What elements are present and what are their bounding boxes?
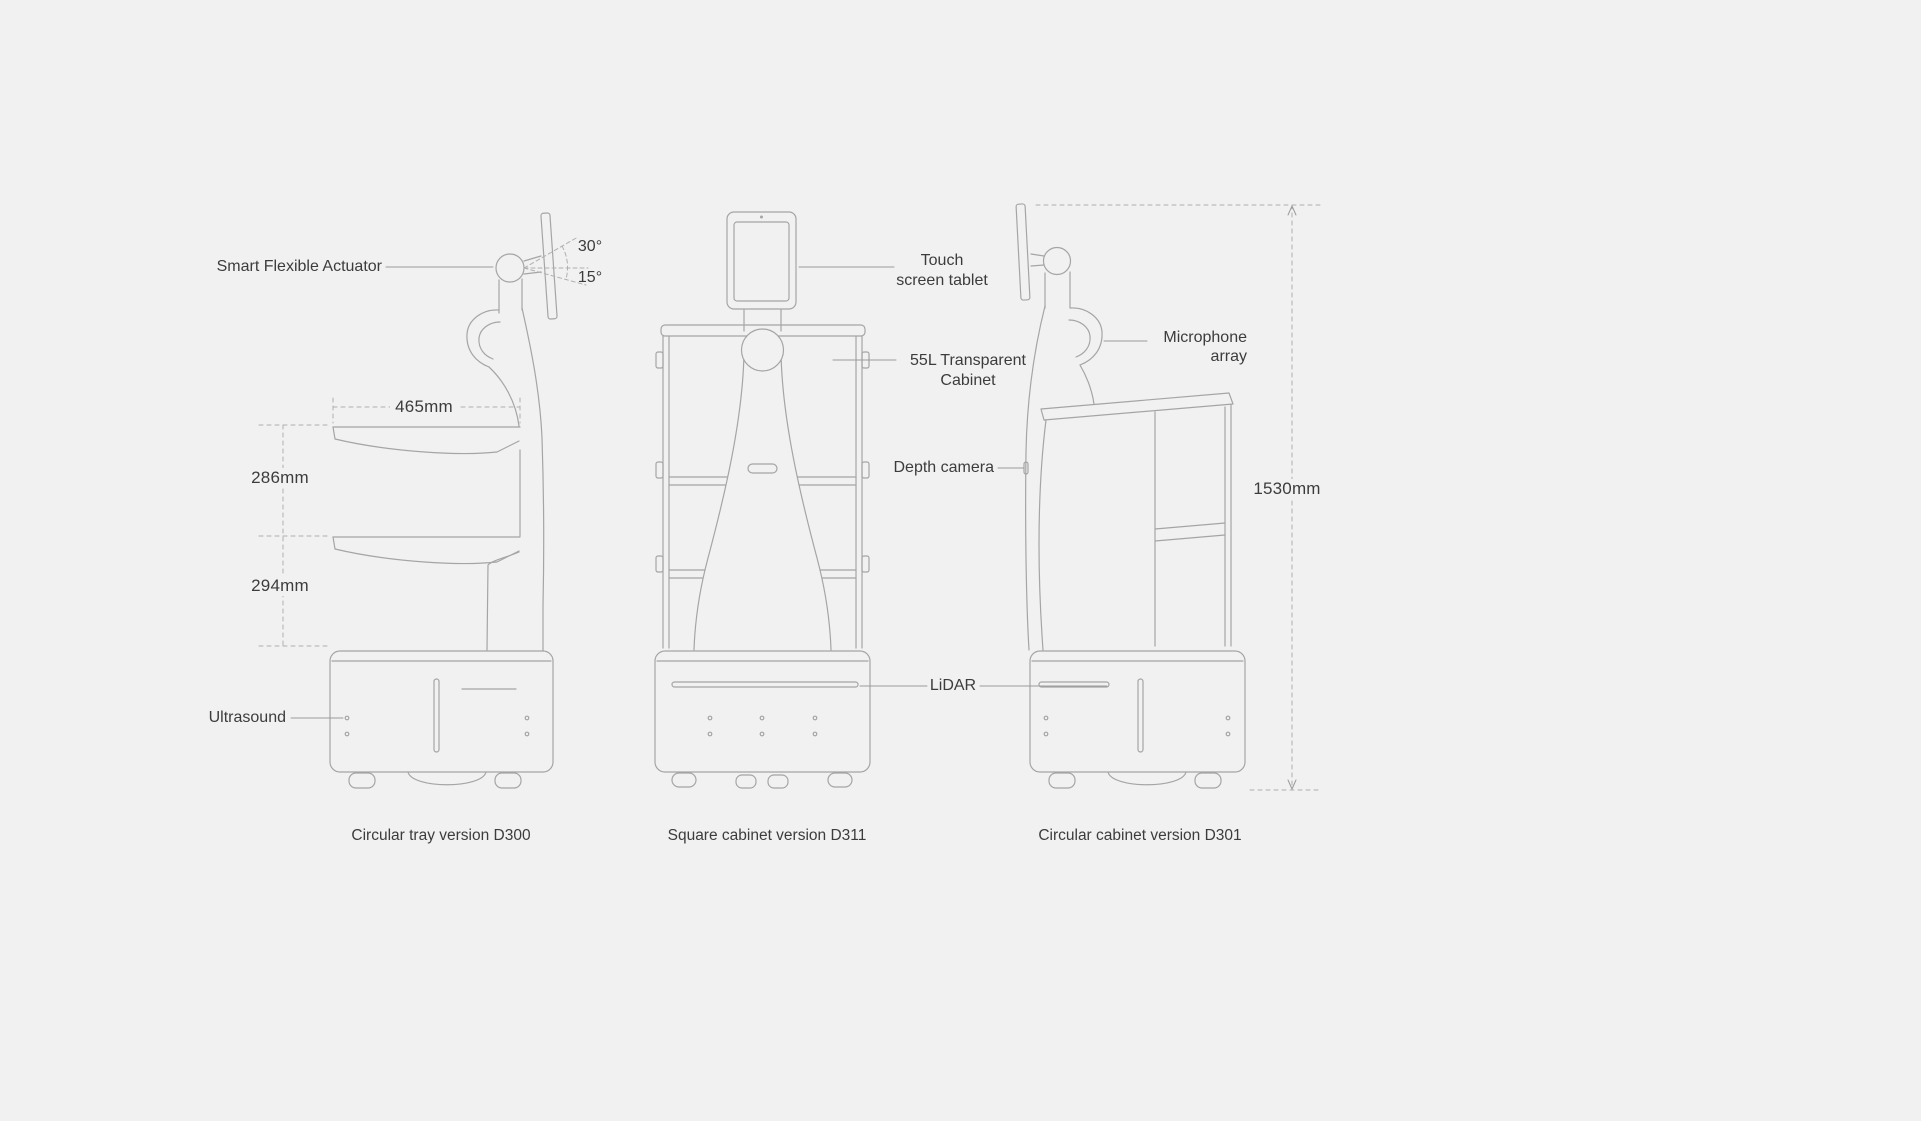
d301-collar-inner: [1068, 319, 1091, 358]
d301-cabinet-lid: [1040, 392, 1234, 421]
dimension-overall-height: 1530mm: [1242, 479, 1332, 499]
d300-tablet-arm-top: [523, 255, 542, 262]
d301-wheels: [1048, 771, 1222, 789]
d300-wheels: [348, 771, 522, 789]
robot-d300-drawing: [329, 212, 589, 789]
d300-collar-outer: [466, 309, 500, 368]
d301-tablet-arm-top: [1030, 253, 1045, 257]
d300-collar-inner: [478, 321, 501, 360]
d301-front-outer: [1025, 305, 1046, 651]
d311-handle: [747, 463, 778, 474]
d311-spine-fill: [694, 350, 831, 650]
label-microphone-array: Microphone array: [1163, 329, 1247, 365]
d311-spine-right: [780, 351, 832, 651]
d301-collar-outer: [1069, 307, 1103, 366]
d300-tilt-angle-lines: [523, 236, 589, 286]
d311-neck-joint: [740, 328, 785, 372]
d300-tray-upper: [332, 426, 521, 455]
dimension-upper-tray-spacing: 286mm: [240, 468, 320, 488]
dimension-tray-width: 465mm: [384, 397, 464, 417]
d301-cabinet: [1040, 392, 1234, 647]
d301-collar-to-lid: [1079, 364, 1095, 405]
d300-tray-lower: [332, 536, 521, 565]
d311-lidar-slot: [671, 681, 859, 688]
d301-dimension-arrows: [1287, 205, 1297, 790]
label-touch-screen-tablet: Touch screen tablet: [896, 252, 988, 289]
d300-lower-front: [486, 551, 520, 651]
d311-wheels: [671, 772, 853, 789]
label-transparent-cabinet: 55L Transparent Cabinet: [910, 352, 1026, 389]
label-angle-15: 15°: [577, 269, 603, 286]
d300-actuator-joint: [495, 253, 525, 283]
d301-base: [1029, 650, 1246, 773]
d301-tablet-arm-bottom: [1030, 264, 1045, 267]
d311-spine-left: [693, 351, 745, 651]
d311-base: [654, 650, 871, 773]
d301-tablet-side: [1015, 203, 1031, 301]
d301-front-inner: [1038, 419, 1047, 651]
d311-camera-dot: [760, 215, 763, 219]
d300-base: [329, 650, 554, 773]
leader-lines: [290, 266, 1148, 719]
label-smart-flexible-actuator: Smart Flexible Actuator: [216, 258, 382, 275]
robot-d301-drawing: [1015, 203, 1246, 789]
d300-tablet-side: [540, 212, 558, 320]
d301-actuator-joint: [1042, 246, 1072, 276]
label-depth-camera: Depth camera: [893, 459, 995, 476]
label-ultrasound: Ultrasound: [208, 709, 286, 726]
caption-d301: Circular cabinet version D301: [1038, 827, 1242, 844]
label-angle-30: 30°: [577, 238, 603, 255]
caption-d311: Square cabinet version D311: [667, 827, 867, 844]
d300-dimension-lines: [258, 397, 521, 647]
dimension-lower-tray-spacing: 294mm: [240, 576, 320, 596]
d311-tablet: [726, 211, 797, 310]
d300-back-outer: [521, 307, 545, 652]
label-lidar: LiDAR: [929, 677, 977, 694]
d300-inner-edge: [488, 366, 520, 427]
robot-d311-drawing: [654, 211, 871, 789]
caption-d300: Circular tray version D300: [351, 827, 531, 844]
d301-lidar-slot: [1038, 681, 1110, 688]
